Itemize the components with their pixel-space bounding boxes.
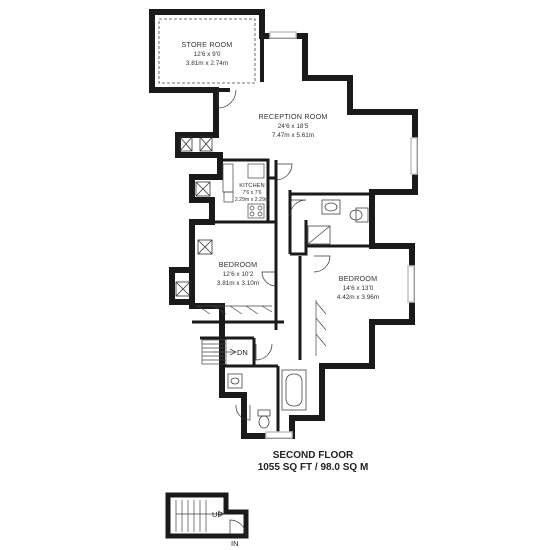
cupboard-icon — [197, 239, 213, 255]
door-swing-icon — [275, 163, 293, 181]
room-name: STORE ROOM — [182, 40, 233, 49]
room-dimensions-metric: 7.47m x 5.61m — [272, 132, 314, 139]
room-name: BEDROOM — [339, 274, 378, 283]
basin-icon — [321, 199, 341, 215]
room-name: KITCHEN — [239, 183, 264, 189]
store-room-label: STORE ROOM 12'6 x 9'0 3.81m x 2.74m — [182, 40, 233, 67]
stairs-up-label: UP — [212, 510, 222, 519]
doors — [217, 89, 331, 421]
door-swing-icon — [261, 271, 277, 287]
floor-area: 1055 SQ FT / 98.0 SQ M — [258, 462, 369, 473]
stairs-icon — [175, 500, 225, 532]
floor-name: SECOND FLOOR — [273, 450, 354, 461]
interior-walls — [152, 36, 372, 436]
room-dimensions-metric: 4.42m x 3.96m — [337, 294, 379, 301]
main-floor-outline — [149, 9, 418, 439]
bedroom-2-label: BEDROOM 14'6 x 13'0 4.42m x 3.96m — [337, 274, 379, 301]
door-swing-icon — [289, 199, 307, 217]
hob-icon — [247, 203, 265, 219]
cupboards — [175, 136, 213, 297]
kitchen-label: KITCHEN 7'6 x 7'6 2.29m x 2.29m — [235, 183, 269, 203]
stairs-down-label: DN — [237, 348, 248, 357]
room-dimensions-metric: 3.81m x 3.10m — [217, 280, 259, 287]
window-icon — [265, 431, 293, 439]
room-dimensions-imperial: 14'6 x 13'0 — [343, 285, 374, 292]
room-name: BEDROOM — [219, 260, 258, 269]
exterior-walls — [149, 9, 418, 439]
room-dimensions-imperial: 12'6 x 10'2 — [223, 271, 254, 278]
reception-room-label: RECEPTION ROOM 24'6 x 18'5 7.47m x 5.61m — [258, 112, 327, 139]
toilet-icon — [349, 207, 369, 223]
window-icon — [407, 265, 415, 303]
door-swing-icon — [313, 255, 331, 273]
entrance-annex — [165, 492, 249, 539]
room-dimensions-metric: 2.29m x 2.29m — [235, 197, 269, 203]
cupboard-icon — [195, 181, 211, 197]
shower-icon — [307, 225, 331, 245]
cupboard-icon — [175, 281, 191, 297]
floor-caption: SECOND FLOOR 1055 SQ FT / 98.0 SQ M — [258, 450, 369, 473]
room-dimensions-imperial: 12'6 x 9'0 — [194, 51, 221, 58]
entrance-label: IN — [231, 539, 239, 548]
windows — [265, 31, 418, 439]
bedroom-1-label: BEDROOM 12'6 x 10'2 3.81m x 3.10m — [217, 260, 259, 287]
door-swing-icon — [217, 89, 237, 109]
toilet-icon — [257, 409, 271, 429]
basin-icon — [227, 373, 243, 389]
room-dimensions-imperial: 7'6 x 7'6 — [243, 190, 262, 196]
window-icon — [410, 137, 418, 175]
room-dimensions-metric: 3.81m x 2.74m — [186, 60, 228, 67]
room-name: RECEPTION ROOM — [258, 112, 327, 121]
window-icon — [269, 31, 297, 39]
kitchen-fittings — [222, 163, 265, 219]
door-swing-icon — [229, 519, 247, 537]
cupboard-icon — [179, 136, 213, 152]
door-swing-icon — [235, 404, 251, 421]
room-dimensions-imperial: 24'6 x 18'5 — [278, 123, 309, 130]
wardrobes — [196, 300, 327, 356]
sink-icon — [223, 191, 234, 203]
sanitary-fittings — [227, 199, 369, 429]
stairs-icon — [201, 339, 237, 365]
bath-icon — [281, 369, 307, 411]
door-swing-icon — [255, 343, 273, 361]
room-labels: STORE ROOM 12'6 x 9'0 3.81m x 2.74m RECE… — [182, 40, 380, 548]
store-room-eaves — [158, 18, 256, 84]
